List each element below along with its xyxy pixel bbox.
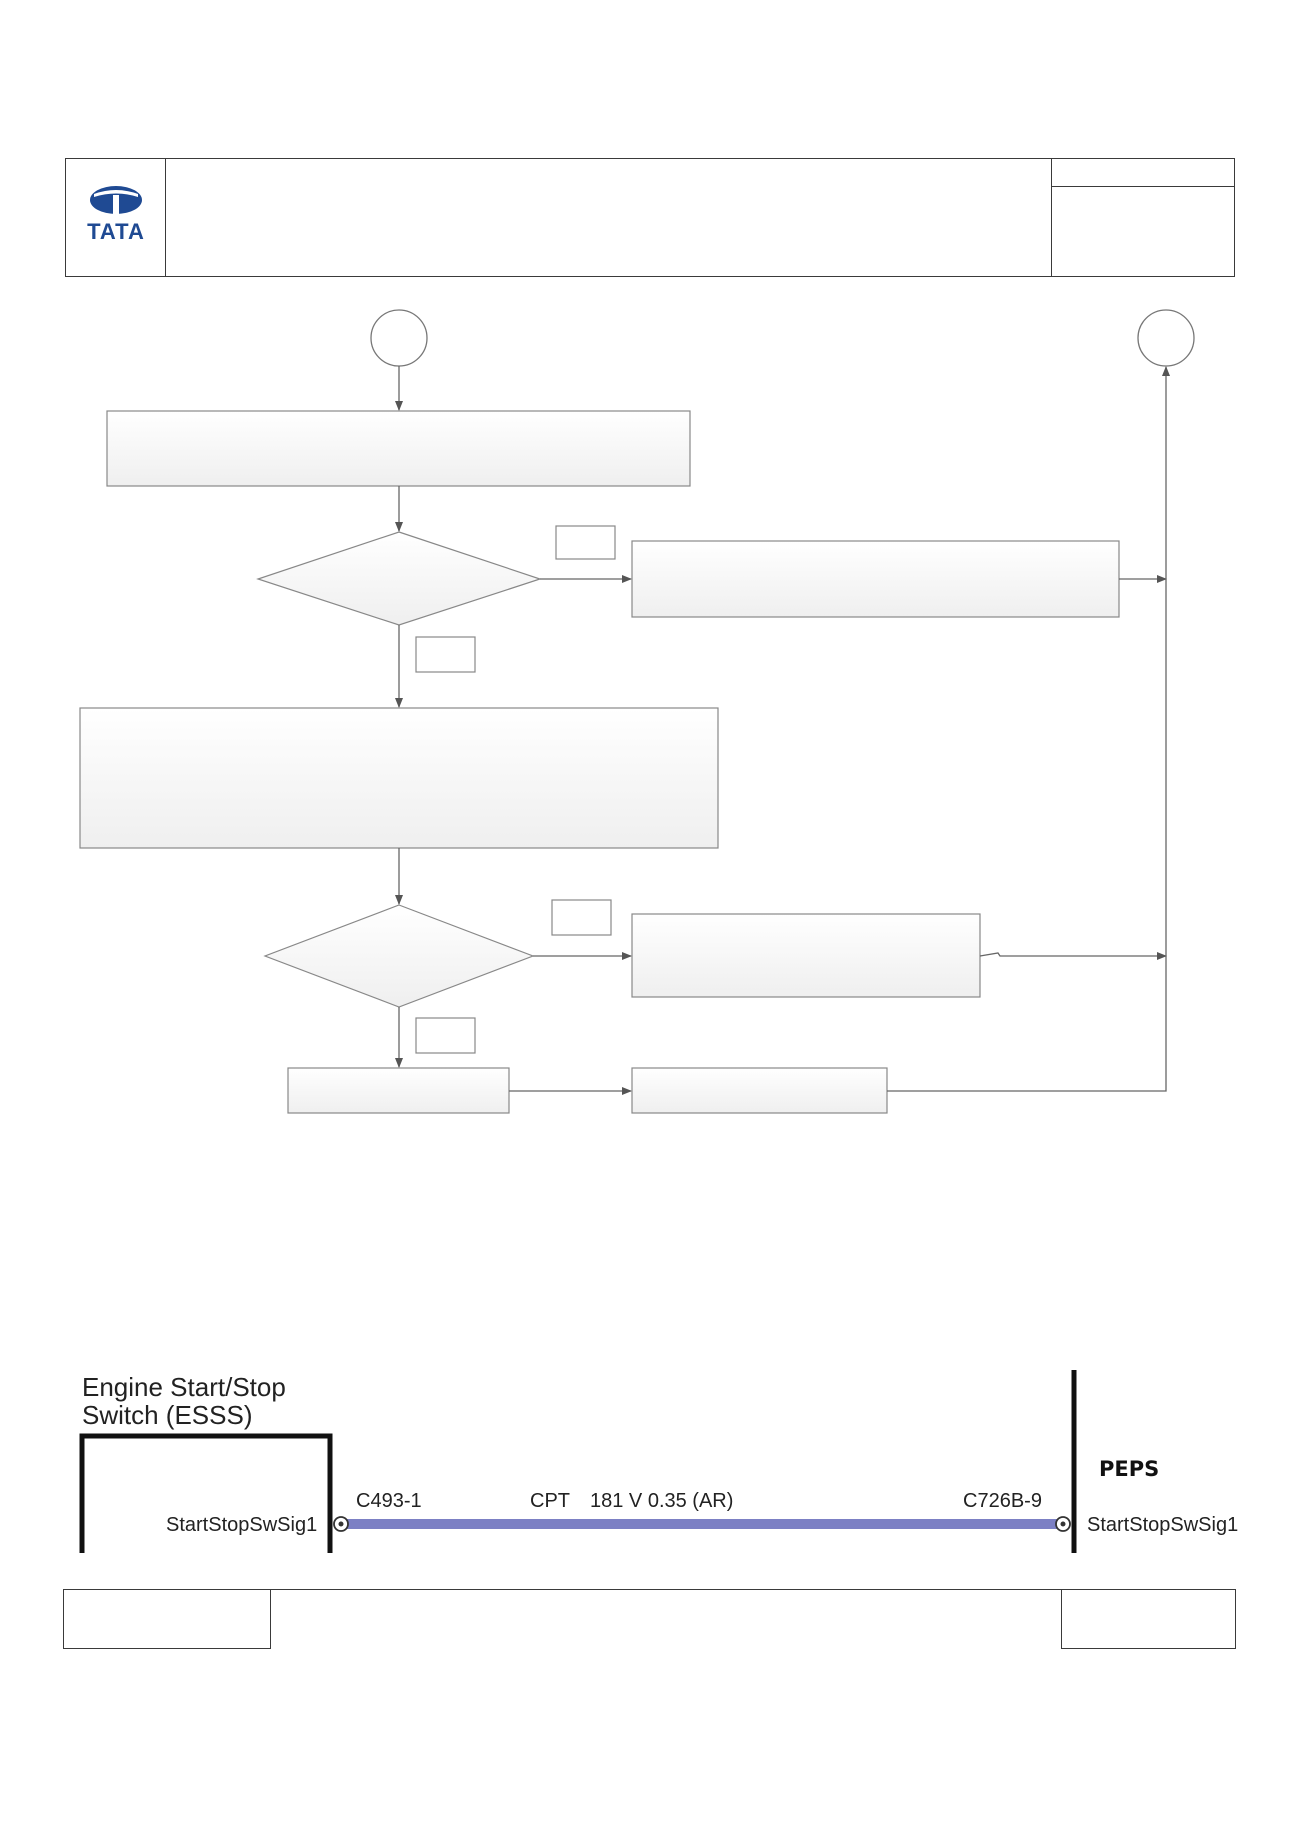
component-right-title: PEPS: [1099, 1457, 1160, 1481]
wire-spec-label: 181 V 0.35 (AR): [590, 1490, 734, 1512]
header-right-top-cell: [1052, 159, 1234, 187]
circuit-code-label: CPT: [530, 1490, 570, 1512]
footer-top-line: [271, 1589, 1061, 1590]
header-right-cell: [1051, 159, 1234, 276]
end-connector-circle: [1137, 309, 1195, 367]
process-box-2: [79, 707, 719, 849]
pin-left-signal: StartStopSwSig1: [166, 1514, 318, 1536]
header-logo-cell: TATA: [66, 159, 166, 276]
branch-label-box-2: [415, 636, 476, 673]
connector-right-label: C726B-9: [963, 1490, 1042, 1512]
pin-terminal-left: [333, 1516, 349, 1532]
footer-left-cell: [63, 1589, 271, 1649]
pin-right-signal: StartStopSwSig1: [1087, 1514, 1239, 1536]
tata-logo-text: TATA: [87, 219, 145, 244]
pin-terminal-right: [1055, 1516, 1071, 1532]
document-header: TATA: [65, 158, 1235, 277]
branch-label-box-3: [551, 899, 612, 936]
branch-label-box-4: [415, 1017, 476, 1054]
tata-logo: TATA: [81, 184, 151, 245]
tata-logo-icon: [90, 186, 142, 215]
esss-component-outline: [79, 1433, 333, 1553]
wiring-diagram: [79, 1370, 1077, 1553]
process-box-yes-1: [631, 540, 1120, 618]
decision-diamond-1: [256, 531, 542, 626]
component-left-title-line2: Switch (ESSS): [82, 1400, 253, 1430]
process-box-1: [106, 410, 691, 487]
footer-right-cell: [1061, 1589, 1236, 1649]
diagnostic-flowchart: [79, 309, 1195, 1114]
start-connector-circle: [370, 309, 428, 367]
arrow-yesbox2-to-return: [979, 952, 1167, 960]
component-left-title: Engine Start/Stop Switch (ESSS): [82, 1373, 286, 1429]
branch-label-box-1: [555, 525, 616, 560]
return-line: [887, 366, 1170, 1092]
process-box-yes-2: [631, 913, 981, 998]
decision-diamond-2: [263, 904, 535, 1008]
component-left-title-line1: Engine Start/Stop: [82, 1372, 286, 1402]
process-box-3: [287, 1067, 510, 1114]
process-box-4: [631, 1067, 888, 1114]
connector-left-label: C493-1: [356, 1490, 422, 1512]
